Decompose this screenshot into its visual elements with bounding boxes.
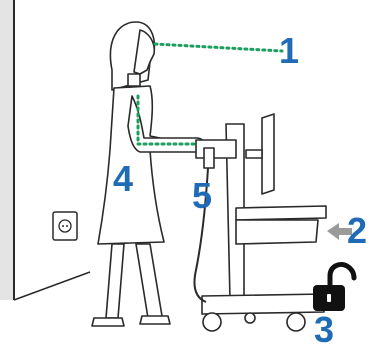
step-label-1: 1 xyxy=(279,33,299,69)
step-label-2: 2 xyxy=(347,213,367,249)
eye-level-guide xyxy=(155,44,282,51)
cart-ergonomics-diagram: 1 2 3 4 5 xyxy=(0,0,377,338)
diagram-illustration xyxy=(0,0,377,338)
computer-cart xyxy=(194,114,326,331)
wall xyxy=(0,0,90,300)
person-figure xyxy=(92,22,206,326)
wall-outlet-icon xyxy=(53,212,77,240)
step-label-3: 3 xyxy=(314,312,334,348)
unlocked-padlock-icon xyxy=(313,264,354,311)
step-label-5: 5 xyxy=(192,178,212,214)
step-label-4: 4 xyxy=(113,161,133,197)
